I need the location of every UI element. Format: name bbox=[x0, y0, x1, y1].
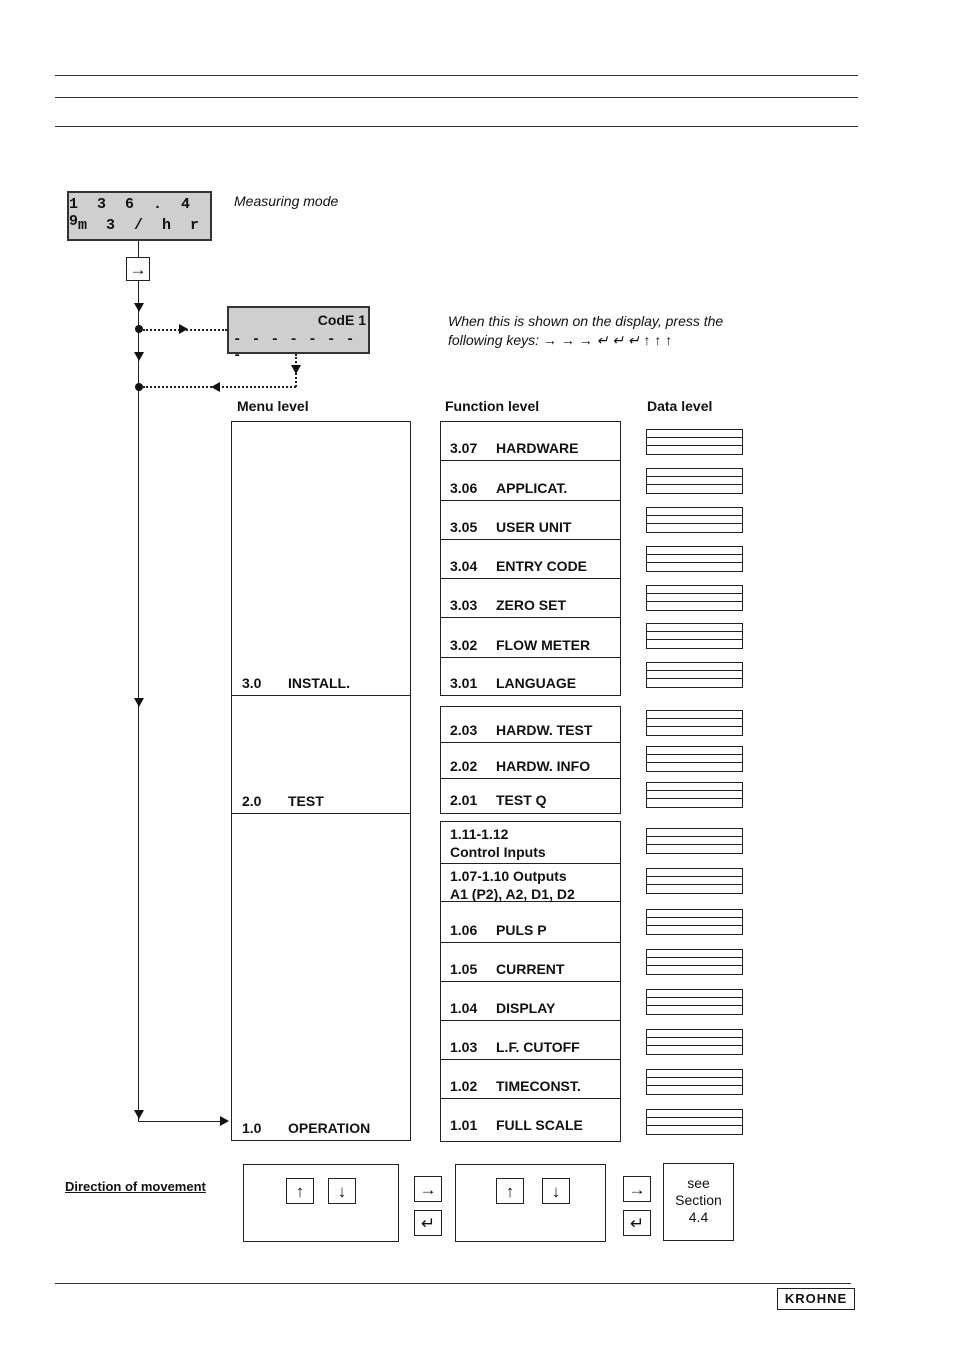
flow-junction-2 bbox=[135, 383, 143, 391]
data-box bbox=[646, 868, 743, 894]
data-box bbox=[646, 828, 743, 854]
flow-arrow-3 bbox=[134, 698, 144, 707]
right-arrow-icon: → bbox=[414, 1176, 442, 1202]
menu-keys-box bbox=[243, 1164, 399, 1242]
see-section-line1: see bbox=[687, 1175, 710, 1191]
data-box bbox=[646, 710, 743, 736]
menu-install-label: INSTALL. bbox=[288, 675, 350, 691]
data-box bbox=[646, 546, 743, 572]
code-return-arrow-left bbox=[211, 382, 220, 392]
enter-key-icon: ↵ bbox=[623, 1210, 651, 1236]
up-arrow-icon: ↑ bbox=[286, 1178, 314, 1204]
flow-arrow-2 bbox=[134, 352, 144, 361]
see-section-line3: 4.4 bbox=[688, 1209, 709, 1225]
flow-junction-1 bbox=[135, 325, 143, 333]
data-box bbox=[646, 1069, 743, 1095]
data-box bbox=[646, 1109, 743, 1135]
data-box bbox=[646, 507, 743, 533]
header-rule-3 bbox=[55, 126, 858, 127]
data-box bbox=[646, 782, 743, 808]
data-level-header: Data level bbox=[647, 398, 713, 414]
right-arrow-icon: → bbox=[623, 1176, 651, 1202]
code-display: CodE 1 - - - - - - - - bbox=[227, 306, 370, 364]
menu-operation-label: OPERATION bbox=[288, 1120, 371, 1136]
right-key-icon: → bbox=[126, 257, 150, 281]
data-box bbox=[646, 949, 743, 975]
function-keys-box bbox=[455, 1164, 606, 1242]
menu-install: 3.0 INSTALL. bbox=[231, 421, 411, 696]
menu-test-code: 2.0 bbox=[242, 793, 262, 809]
footer-rule bbox=[55, 1283, 851, 1284]
data-box bbox=[646, 468, 743, 494]
key-hint: When this is shown on the display, press… bbox=[448, 312, 723, 350]
header-rule-2 bbox=[55, 97, 858, 98]
function-level-header: Function level bbox=[445, 398, 540, 414]
see-section-box: see Section 4.4 bbox=[663, 1163, 734, 1241]
up-arrow-icon: ↑ bbox=[496, 1178, 524, 1204]
menu-operation-code: 1.0 bbox=[242, 1120, 262, 1136]
data-box bbox=[646, 1029, 743, 1055]
flow-arrow-bottom bbox=[134, 1110, 144, 1119]
see-section-line2: Section bbox=[675, 1192, 722, 1208]
data-box bbox=[646, 662, 743, 688]
code-display-dashes: - - - - - - - - bbox=[233, 332, 356, 364]
code-return-arrow-down bbox=[291, 365, 301, 374]
data-box bbox=[646, 909, 743, 935]
down-arrow-icon: ↓ bbox=[328, 1178, 356, 1204]
code-branch-arrow bbox=[179, 324, 188, 334]
data-box bbox=[646, 623, 743, 649]
display-value: 1 3 6 . 4 9 bbox=[69, 196, 196, 230]
measuring-mode-label: Measuring mode bbox=[234, 193, 339, 209]
menu-test: 2.0 TEST bbox=[231, 695, 411, 814]
flow-line-top bbox=[138, 241, 139, 257]
data-box bbox=[646, 989, 743, 1015]
operation-connector bbox=[138, 1121, 224, 1122]
menu-test-label: TEST bbox=[288, 793, 324, 809]
operation-connector-arrow bbox=[220, 1116, 229, 1126]
code-display-text: CodE 1 bbox=[317, 312, 366, 328]
flow-arrow-1 bbox=[134, 303, 144, 312]
krohne-logo: KROHNE bbox=[777, 1288, 855, 1310]
key-hint-line1: When this is shown on the display, press… bbox=[448, 313, 724, 329]
measuring-display: 1 3 6 . 4 9 m 3 / h r bbox=[67, 191, 212, 241]
header-rule-1 bbox=[55, 75, 858, 76]
menu-install-code: 3.0 bbox=[242, 675, 262, 691]
display-unit: m 3 / h r bbox=[77, 217, 204, 234]
down-arrow-icon: ↓ bbox=[542, 1178, 570, 1204]
enter-key-icon: ↵ bbox=[414, 1210, 442, 1236]
direction-label: Direction of movement bbox=[65, 1179, 206, 1194]
data-box bbox=[646, 746, 743, 772]
data-box bbox=[646, 429, 743, 455]
menu-operation: 1.0 OPERATION bbox=[231, 813, 411, 1141]
key-hint-line2: following keys: → → → ↵ ↵ ↵ ↑ ↑ ↑ bbox=[448, 332, 673, 348]
menu-level-header: Menu level bbox=[237, 398, 309, 414]
data-box bbox=[646, 585, 743, 611]
